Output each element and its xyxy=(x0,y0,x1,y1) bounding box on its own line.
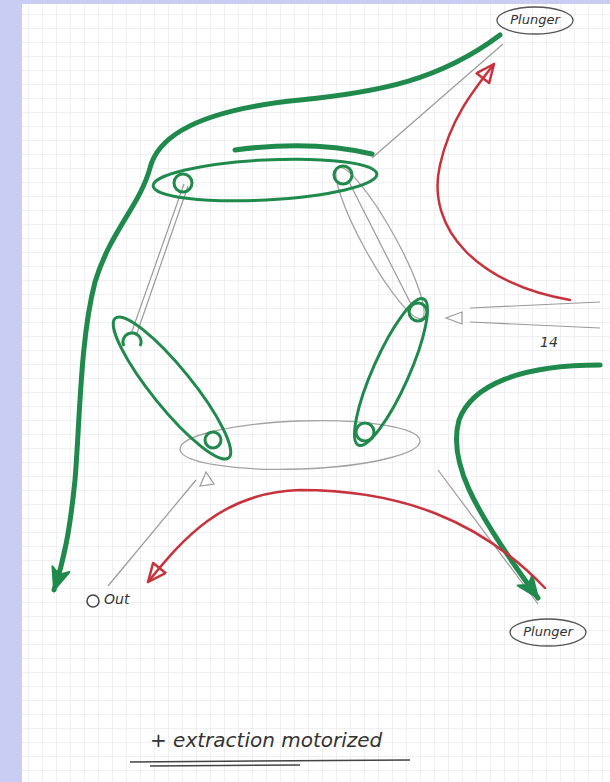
sketch-label: Out xyxy=(104,591,129,608)
paper xyxy=(22,4,610,782)
green-flow xyxy=(54,35,600,598)
plunger-oval: Plunger xyxy=(496,6,574,35)
sketch-label: 14 xyxy=(540,334,558,351)
grey-links xyxy=(179,160,435,473)
node-label: Plunger xyxy=(523,624,573,640)
red-flow xyxy=(148,64,570,588)
oval-shape xyxy=(510,619,586,646)
node-text-group: Plunger xyxy=(523,624,573,640)
node-text-group: Plunger xyxy=(510,12,560,28)
grid-paper xyxy=(22,4,610,782)
port-circle xyxy=(87,595,99,607)
node-label: Plunger xyxy=(510,12,560,28)
caption-note: + extraction motorized xyxy=(150,728,382,752)
oval-shape xyxy=(497,7,573,34)
caption-underline xyxy=(130,760,410,766)
plunger-oval: Plunger xyxy=(509,618,587,647)
green-links xyxy=(100,154,440,470)
